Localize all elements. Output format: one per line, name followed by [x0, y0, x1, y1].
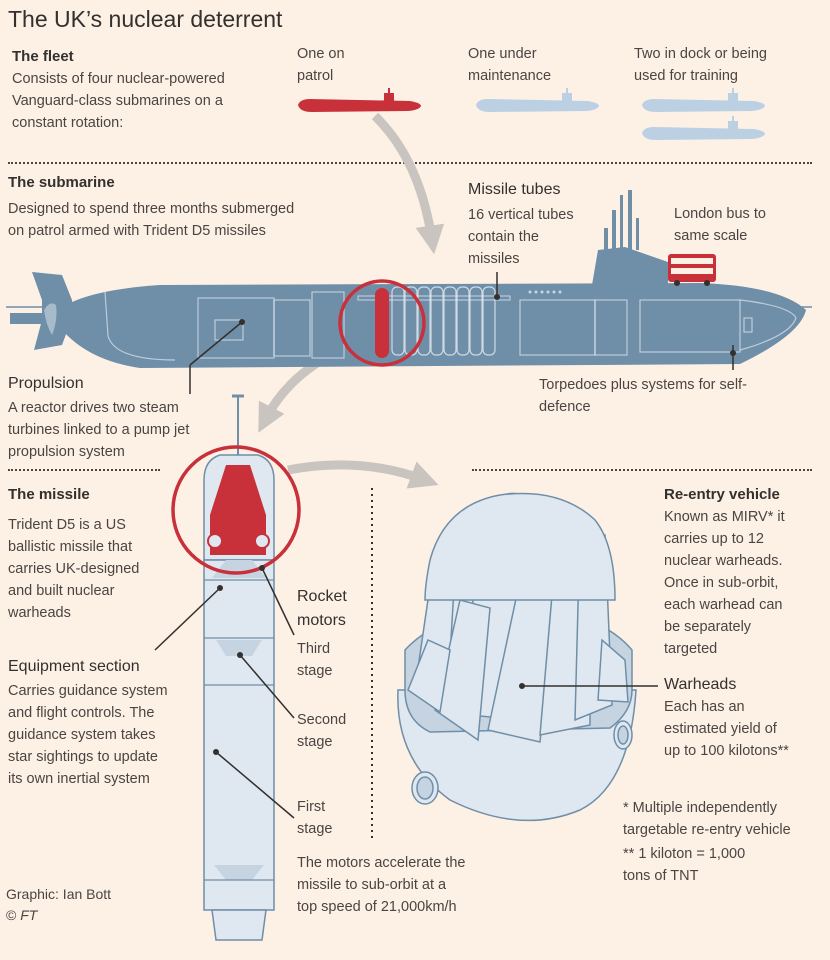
fleet-heading: The fleet [12, 48, 74, 65]
missile-tubes-text: 16 vertical tubes contain the missiles [468, 207, 574, 267]
submarine-text: Designed to spend three months submerged… [8, 201, 295, 239]
fleet-maintenance-label: One under maintenance [468, 46, 552, 84]
submarine-diagram [6, 190, 812, 394]
arrow-fleet-to-sub [371, 112, 445, 255]
reentry-heading: Re-entry vehicle [664, 486, 780, 503]
graphic-credit: Graphic: Ian Bott [6, 886, 112, 902]
reentry-text: Known as MIRV* it carries up to 12 nucle… [664, 509, 785, 657]
page-title: The UK’s nuclear deterrent [8, 6, 283, 32]
equipment-section-text: Carries guidance system and flight contr… [8, 683, 168, 787]
bus-scale-text: London bus to same scale [674, 206, 766, 244]
propulsion-text: A reactor drives two steam turbines link… [8, 400, 190, 460]
footnote-kiloton: ** 1 kiloton = 1,000 tons of TNT [623, 846, 746, 884]
second-stage-label: Second stage [297, 712, 347, 750]
fleet-dock-label: Two in dock or being used for training [634, 46, 767, 84]
copyright-symbol: © [6, 907, 17, 923]
london-bus-icon [668, 254, 716, 286]
motors-text: The motors accelerate the missile to sub… [297, 855, 466, 915]
equipment-section-label: Equipment section [8, 658, 140, 675]
fleet-text: Consists of four nuclear-powered Vanguar… [12, 71, 225, 131]
rocket-motors-label: Rocket motors [297, 588, 347, 629]
copyright-org: FT [20, 907, 38, 923]
divider-missile-right [472, 469, 812, 471]
fleet-sub-dock-2-icon [642, 116, 765, 140]
copyright: © FT [6, 905, 37, 925]
warheads-label: Warheads [664, 676, 737, 693]
footnote-mirv: * Multiple independently targetable re-e… [623, 800, 791, 838]
submarine-heading: The submarine [8, 174, 115, 191]
third-stage-label: Third stage [297, 641, 333, 679]
torpedoes-text: Torpedoes plus systems for self- defence [539, 377, 747, 415]
propulsion-label: Propulsion [8, 375, 84, 392]
fleet-sub-maintenance-icon [476, 88, 599, 112]
missile-text: Trident D5 is a US ballistic missile tha… [8, 517, 140, 621]
missile-heading: The missile [8, 486, 90, 503]
reentry-vehicle-diagram [397, 492, 658, 822]
arrow-missile-to-reentry [287, 460, 439, 489]
missile-tubes-label: Missile tubes [468, 181, 561, 198]
divider-missile-left [8, 469, 160, 471]
first-stage-label: First stage [297, 799, 333, 837]
trident-missile-diagram [154, 394, 301, 941]
warheads-text: Each has an estimated yield of up to 100… [664, 699, 789, 759]
fleet-patrol-label: One on patrol [297, 46, 345, 84]
fleet-sub-dock-1-icon [642, 88, 765, 112]
fleet-sub-patrol-icon [298, 88, 421, 112]
